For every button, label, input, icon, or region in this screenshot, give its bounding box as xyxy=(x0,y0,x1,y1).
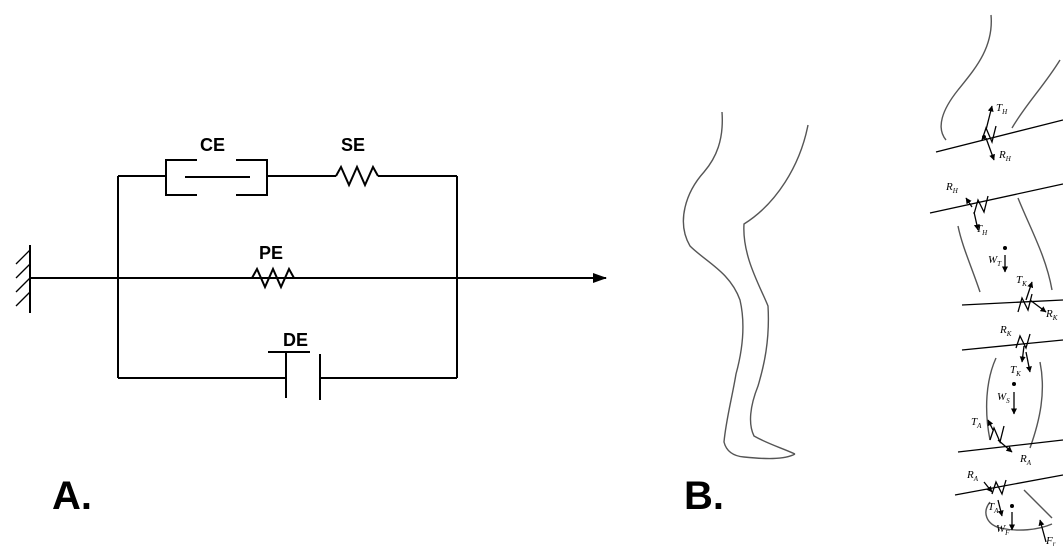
force-label: WT xyxy=(988,254,1002,268)
force-label: RA xyxy=(1019,453,1032,467)
force-label: TH xyxy=(976,223,988,237)
ce-label: CE xyxy=(200,135,225,155)
panel-b-label: B. xyxy=(684,474,724,518)
force-label: RA xyxy=(966,469,979,483)
force-label: WS xyxy=(997,391,1010,405)
leg-silhouette xyxy=(682,111,809,460)
de-label: DE xyxy=(283,330,308,350)
force-label: TA xyxy=(988,501,999,515)
de-damping-element xyxy=(118,351,457,400)
se-label: SE xyxy=(341,135,365,155)
fixed-wall xyxy=(15,245,31,313)
shank-segment xyxy=(957,333,1063,453)
force-label: RK xyxy=(999,324,1012,338)
ce-contractile-element xyxy=(165,159,197,196)
muscle-model-circuit: CE SE PE DE A. xyxy=(15,135,607,518)
force-label: TA xyxy=(971,416,982,430)
ce-se-branch xyxy=(118,159,457,196)
force-label: TK xyxy=(1010,364,1021,378)
se-series-spring xyxy=(335,164,379,188)
force-label: RK xyxy=(1045,308,1058,322)
force-label: TK xyxy=(1016,274,1027,288)
pe-label: PE xyxy=(259,243,283,263)
foot-segment xyxy=(954,474,1063,543)
free-body-diagrams: TH RH RH TH WT TK RK RK TK WS TA RA RA T… xyxy=(929,14,1063,546)
force-label: TH xyxy=(996,102,1008,116)
force-label: WF xyxy=(996,523,1010,537)
thigh-segment xyxy=(929,183,1063,313)
hip-segment xyxy=(935,14,1063,161)
force-label: RH xyxy=(945,181,959,195)
force-label: RH xyxy=(998,149,1012,163)
panel-a-label: A. xyxy=(52,474,92,518)
pe-parallel-spring xyxy=(251,266,295,290)
force-label: Fr xyxy=(1045,535,1056,546)
